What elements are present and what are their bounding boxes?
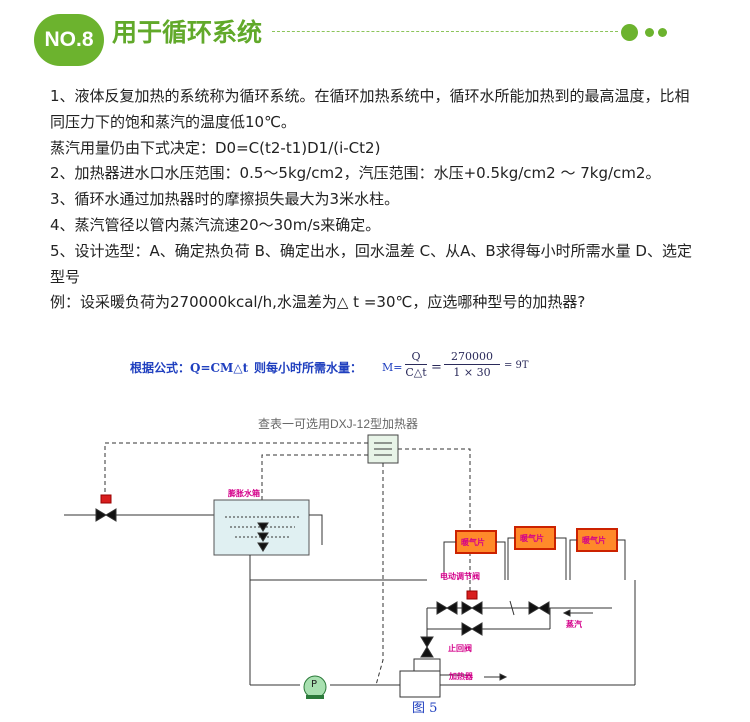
formula-m: M=	[382, 361, 403, 374]
formula-need: 则每小时所需水量：	[254, 361, 363, 375]
circulation-system-diagram: 查表一可选用DXJ-12型加热器 膨胀水箱 暖气片 暖气片 暖气片 电动调节阀 …	[0, 405, 750, 722]
radiator-label-3: 暖气片	[582, 536, 606, 545]
steam-label: 蒸汽	[566, 620, 582, 629]
paragraph-3: 3、循环水通过加热器时的摩擦损失最大为3米水柱。	[50, 190, 400, 209]
paragraph-2: 2、加热器进水口水压范围：0.5～5kg/cm2，汽压范围：水压+0.5kg/c…	[50, 164, 661, 183]
pump-label: P	[311, 679, 318, 690]
paragraph-steam-formula: 蒸汽用量仍由下式决定：D0=C(t2-t1)D1/(i-Ct2)	[50, 138, 381, 157]
formula-result: = 9T	[504, 360, 529, 371]
formula-basis: 根据公式：Q=CM△t	[130, 361, 249, 375]
formula-line: 根据公式：Q=CM△t 则每小时所需水量： M= Q C△t = 270000 …	[130, 350, 530, 392]
formula-equals: =	[431, 360, 442, 375]
section-header: NO.8 用于循环系统	[0, 0, 750, 70]
paragraph-4: 4、蒸汽管径以管内蒸汽流速20～30m/s来确定。	[50, 215, 381, 234]
radiator-label-2: 暖气片	[520, 534, 544, 543]
stop-valve-label: 止回阀	[448, 644, 472, 653]
fraction-values: 270000 1 × 30	[444, 350, 500, 379]
paragraph-1: 1、液体反复加热的系统称为循环系统。在循环加热系统中，循环水所能加热到的最高温度…	[50, 87, 690, 131]
fraction-denominator: 1 × 30	[453, 366, 491, 379]
diagram-drawing	[64, 434, 636, 699]
heater-label: 加热器	[449, 672, 473, 681]
fraction-denominator: C△t	[405, 366, 427, 379]
tank-label: 膨胀水箱	[228, 489, 260, 498]
fraction-q-over-cdt: Q C△t	[405, 350, 427, 379]
decor-dot-small	[658, 28, 667, 37]
body-text: 1、液体反复加热的系统称为循环系统。在循环加热系统中，循环水所能加热到的最高温度…	[50, 84, 695, 316]
fraction-numerator: Q	[411, 350, 421, 363]
decor-dot-large	[621, 24, 638, 41]
figure-number: 图 5	[412, 701, 438, 716]
diagram-caption: 查表一可选用DXJ-12型加热器	[258, 417, 419, 431]
section-number-badge: NO.8	[34, 14, 104, 66]
radiator-label-1: 暖气片	[461, 538, 485, 547]
title-divider	[272, 31, 618, 32]
control-valve-label: 电动调节阀	[440, 572, 480, 581]
paragraph-example: 例：设采暖负荷为270000kcal/h,水温差为△ t =30℃，应选哪种型号…	[50, 293, 586, 312]
decor-dot-small	[645, 28, 654, 37]
fraction-numerator: 270000	[451, 350, 493, 363]
section-title: 用于循环系统	[112, 18, 263, 47]
paragraph-5: 5、设计选型：A、确定热负荷 B、确定出水，回水温差 C、从A、B求得每小时所需…	[50, 241, 692, 286]
